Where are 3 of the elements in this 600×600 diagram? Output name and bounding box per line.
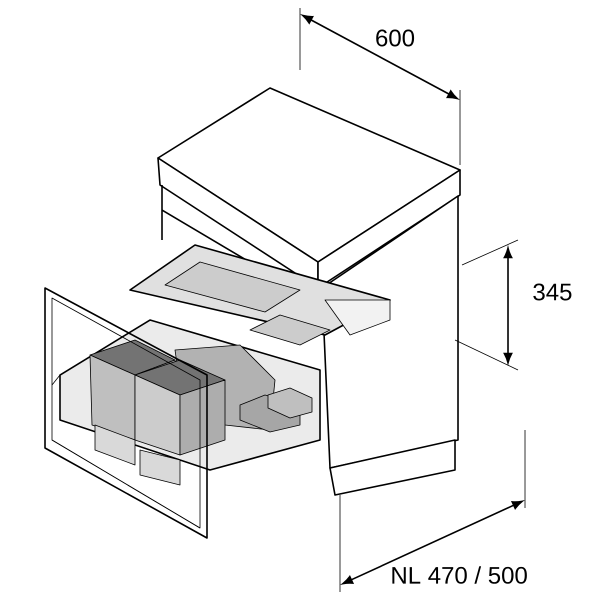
dimension-label: 345 — [533, 284, 572, 300]
dimension-label: NL 470 / 500 — [392, 566, 527, 584]
dimension-label: 600 — [376, 30, 414, 46]
